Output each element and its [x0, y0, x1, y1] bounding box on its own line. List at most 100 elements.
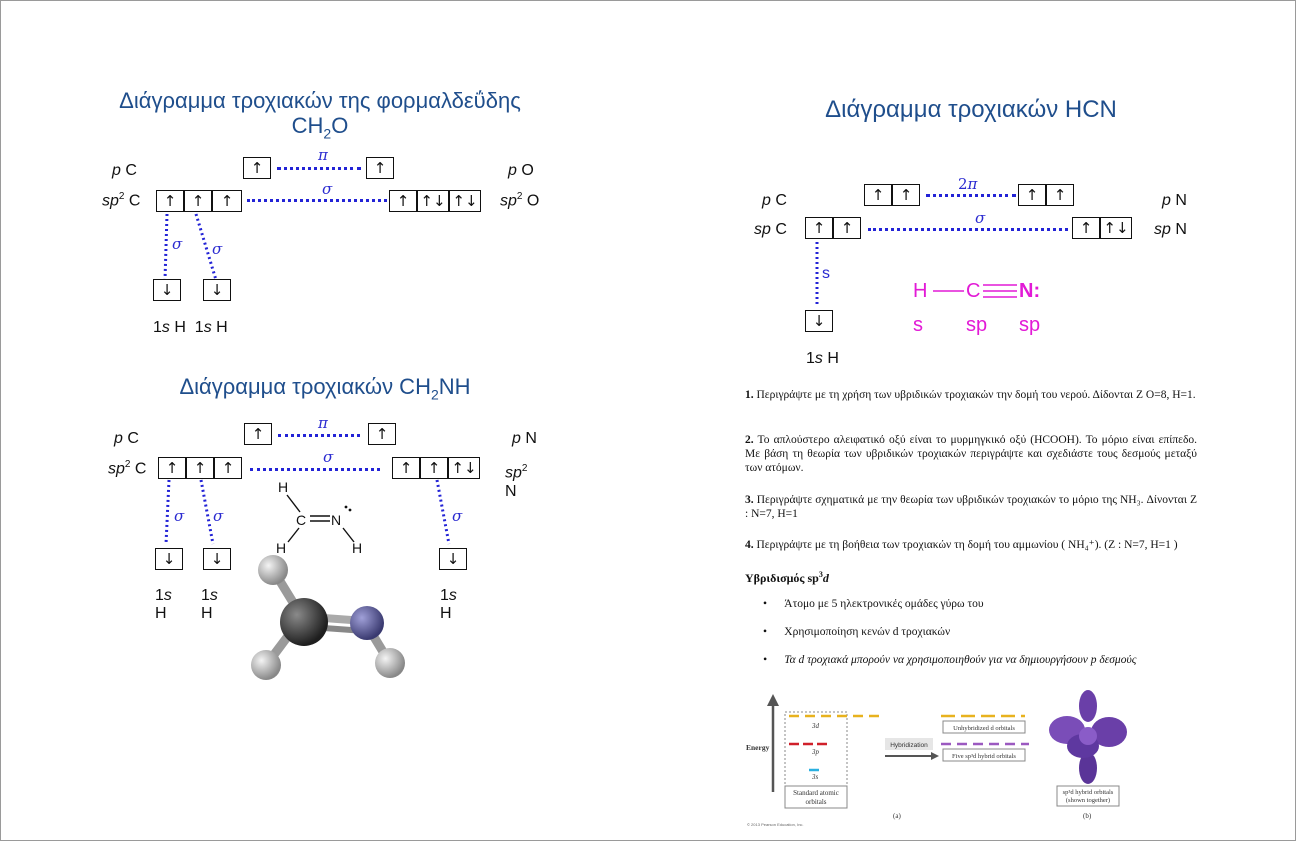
svg-text:3p: 3p	[811, 748, 820, 756]
question-2: 2. Το απλούστερο αλειφατικό οξύ είναι το…	[745, 434, 1197, 474]
ch2o-sigma-bond	[247, 199, 387, 202]
bullet-1: • Άτομο με 5 ηλεκτρονικές ομάδες γύρω το…	[763, 598, 984, 610]
svg-text:orbitals: orbitals	[806, 798, 827, 806]
ch2o-pc-box: ↑	[243, 157, 271, 179]
ch2o-title-line1: Διάγραμμα τροχιακών της φορμαλδεΰδης	[119, 88, 521, 113]
svg-text:Unhybridized d orbitals: Unhybridized d orbitals	[953, 725, 1015, 732]
ch2nh-sp2n-box-2: ↑	[420, 457, 448, 479]
ch2nh-pn-box: ↑	[368, 423, 396, 445]
ch2o-sp2o-box-1: ↑	[389, 190, 417, 212]
hcn-sigma-label: σ	[975, 209, 986, 227]
ch2o-sp2o-label: sp2 O	[500, 191, 540, 210]
hcn-pi-bond	[926, 194, 1016, 197]
svg-text:H: H	[278, 479, 288, 495]
ch2o-sigma-h1: σ	[172, 235, 183, 253]
hcn-spc-label: sp C	[754, 221, 787, 238]
hcn-pc-box-2: ↑	[892, 184, 920, 206]
ch2o-h1-box: ↓	[153, 279, 181, 301]
ch2o-po-box: ↑	[366, 157, 394, 179]
ch2nh-sigma-h1: σ	[174, 507, 185, 525]
ch2o-sp2o-box-2: ↑↓	[417, 190, 449, 212]
svg-text:(b): (b)	[1083, 812, 1092, 820]
ch2o-pc-label: p p CC	[112, 162, 137, 179]
bullet-3: • Τα d τροχιακά μπορούν να χρησιμοποιηθο…	[763, 654, 1137, 666]
hcn-hyb-sp-c: sp	[966, 314, 988, 336]
hcn-s-line	[815, 242, 819, 306]
hcn-pn-box-2: ↑	[1046, 184, 1074, 206]
ch2o-sigma-h2: σ	[212, 240, 223, 258]
hcn-s-label: s	[822, 265, 830, 282]
ch2nh-pc-label: p C	[114, 430, 139, 447]
ch2o-pi-label: π	[318, 146, 328, 164]
hcn-sigma-bond	[868, 228, 1068, 231]
hcn-bonds	[933, 284, 1017, 298]
ch2o-title-formula: CH2O	[291, 113, 349, 142]
ch2nh-sp2c-box-2: ↑	[186, 457, 214, 479]
hcn-pc-label: p C	[762, 192, 787, 209]
question-1: 1. Περιγράψτε με τη χρήση των υβριδικών …	[745, 389, 1196, 401]
hcn-spn-box-2: ↑↓	[1100, 217, 1132, 239]
hcn-h-label: 1s H	[806, 350, 839, 367]
ch2o-h-labels: 1s H 1s H	[153, 319, 228, 336]
svg-text:3d: 3d	[811, 722, 820, 730]
ch2o-po-label: p O	[508, 162, 534, 179]
ch2nh-sp2c-box-3: ↑	[214, 457, 242, 479]
svg-text:Standard atomic: Standard atomic	[793, 789, 839, 797]
energy-label: Energy	[746, 743, 770, 752]
hcn-pn-box-1: ↑	[1018, 184, 1046, 206]
hcn-spn-box-1: ↑	[1072, 217, 1100, 239]
ch2o-sp2c-box-2: ↑	[184, 190, 212, 212]
ch2nh-sigma-h2: σ	[213, 507, 224, 525]
ch2o-sp2c-box-1: ↑	[156, 190, 184, 212]
svg-text:H: H	[276, 540, 286, 556]
ch2o-sp2o-box-3: ↑↓	[449, 190, 481, 212]
ch2nh-pi-bond	[278, 434, 360, 437]
hybridization-heading: Υβριδισμός sp3d	[745, 570, 829, 585]
svg-text:Five sp³d hybrid orbitals: Five sp³d hybrid orbitals	[952, 753, 1016, 760]
ch2nh-ball-stick-model	[251, 555, 405, 680]
ch2nh-sp2c-box-1: ↑	[158, 457, 186, 479]
ch2nh-sigma-bond	[250, 468, 380, 471]
hcn-spc-box-1: ↑	[805, 217, 833, 239]
question-4: 4. Περιγράψτε με τη βοήθεια των τροχιακώ…	[745, 539, 1178, 551]
ch2o-sigma-lines	[163, 213, 218, 281]
ch2o-title: Διάγραμμα τροχιακών της φορμαλδεΰδης CH2…	[100, 88, 540, 146]
ch2nh-h3-box: ↓	[439, 548, 467, 570]
ch2nh-pc-box: ↑	[244, 423, 272, 445]
svg-text:3s: 3s	[811, 773, 819, 781]
ch2nh-sigma-label: σ	[323, 448, 334, 466]
ch2nh-sp2c-label: sp2 C	[108, 459, 147, 478]
hcn-spc-box-2: ↑	[833, 217, 861, 239]
svg-text:N: N	[331, 512, 341, 528]
ch2o-h2-box: ↓	[203, 279, 231, 301]
hcn-title: Διάγραμμα τροχιακών HCN	[825, 96, 1117, 123]
question-3: 3. Περιγράψτε σχηματικά με την θεωρία τω…	[745, 494, 1197, 520]
svg-text:sp³d hybrid orbitals: sp³d hybrid orbitals	[1063, 789, 1114, 796]
ch2nh-lewis-structure: H C N H H	[276, 479, 362, 556]
svg-text:H: H	[352, 540, 362, 556]
ch2nh-h1-box: ↓	[155, 548, 183, 570]
svg-text:(a): (a)	[893, 812, 901, 820]
sp3d-figure: Energy 3d 3p 3s Standard atomic orbitals…	[746, 690, 1127, 827]
ch2nh-h2-box: ↓	[203, 548, 231, 570]
svg-text:© 2013 Pearson Education, Inc.: © 2013 Pearson Education, Inc.	[747, 822, 804, 827]
svg-text:(shown together): (shown together)	[1066, 797, 1110, 804]
hcn-atom-n: N:	[1019, 280, 1041, 302]
ch2o-pi-bond	[277, 167, 361, 170]
svg-text:C: C	[296, 512, 306, 528]
ch2nh-sigma-h3: σ	[452, 507, 463, 525]
hcn-atom-c: C	[966, 280, 981, 302]
hcn-hyb-sp-n: sp	[1019, 314, 1041, 336]
bullet-2: • Χρησιμοποίηση κενών d τροχιακών	[763, 626, 951, 638]
ch2nh-title: Διάγραμμα τροχιακών CH2NH	[179, 374, 471, 403]
hcn-atom-h: H	[913, 280, 928, 302]
ch2nh-sp2n-box-1: ↑	[392, 457, 420, 479]
hcn-pc-box-1: ↑	[864, 184, 892, 206]
svg-text:Hybridization: Hybridization	[890, 742, 928, 749]
hcn-hyb-s: s	[913, 314, 923, 336]
ch2o-sigma-label: σ	[322, 180, 333, 198]
